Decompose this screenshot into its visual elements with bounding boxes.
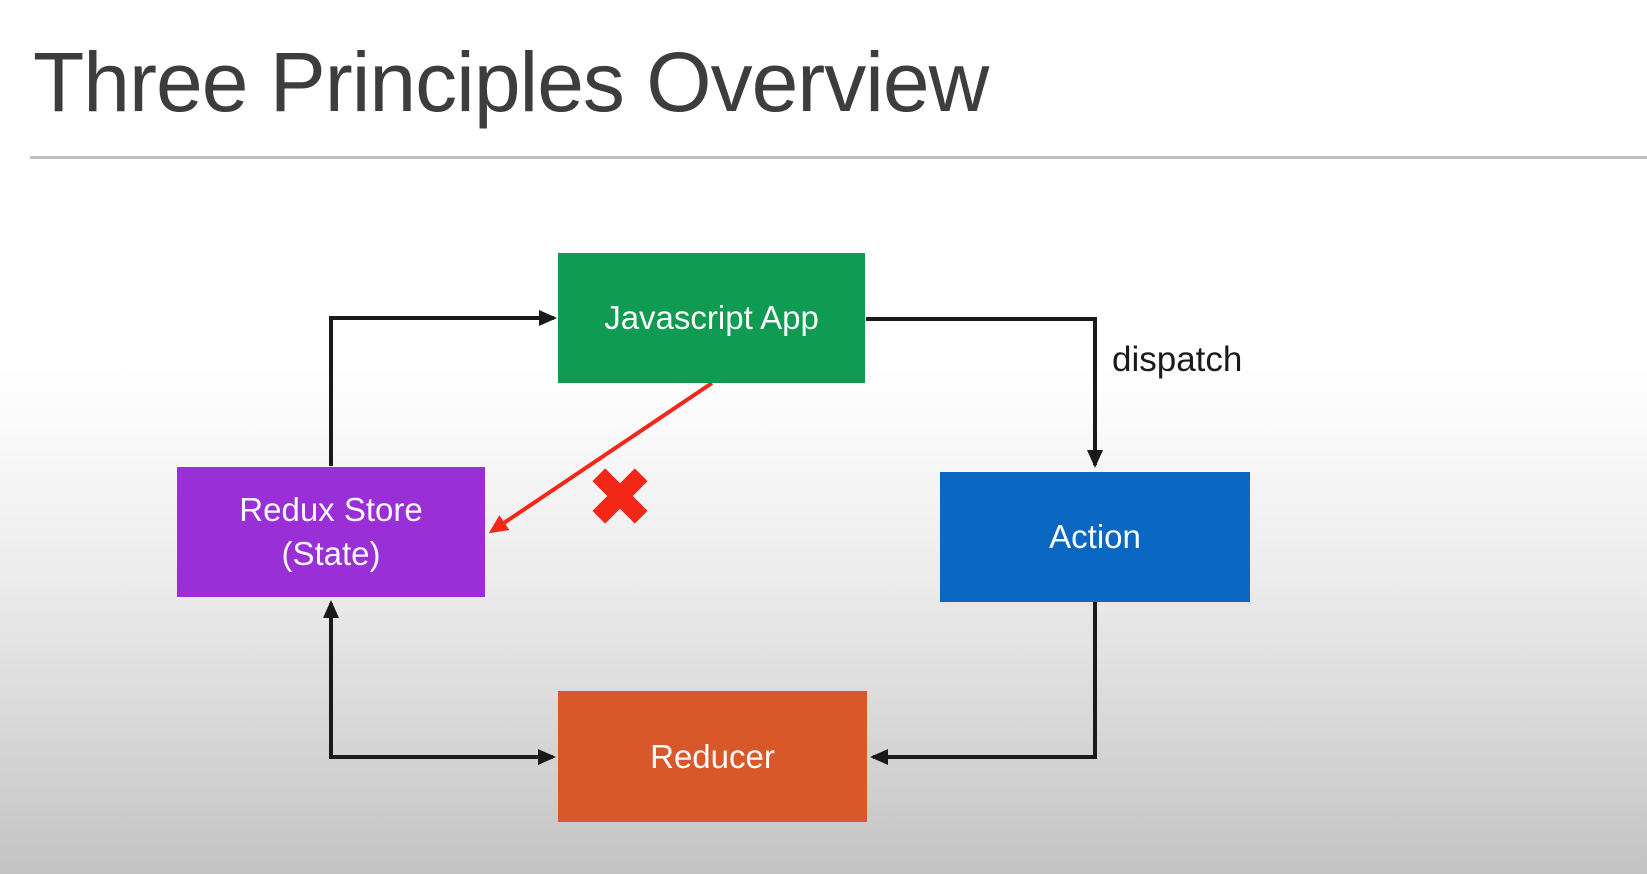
forbidden-arrow-app-to-store [488,381,714,534]
node-redux-store-label-line1: Redux Store [239,491,423,529]
node-reducer-label: Reducer [650,737,775,775]
slide-title: Three Principles Overview [33,35,989,129]
arrow-app-to-action-dispatch [866,317,1103,468]
forbidden-x-icon [592,468,648,524]
node-action: Action [940,472,1250,602]
arrow-action-to-reducer [870,601,1097,765]
arrow-store-to-app [329,310,557,466]
title-divider [30,156,1647,159]
dispatch-edge-label: dispatch [1112,340,1243,379]
node-javascript-app: Javascript App [558,253,865,383]
node-reducer: Reducer [558,691,867,822]
node-action-label: Action [1049,518,1141,556]
node-javascript-app-label: Javascript App [604,299,819,337]
node-redux-store: Redux Store (State) [177,467,485,597]
node-redux-store-label-line2: (State) [281,535,381,572]
